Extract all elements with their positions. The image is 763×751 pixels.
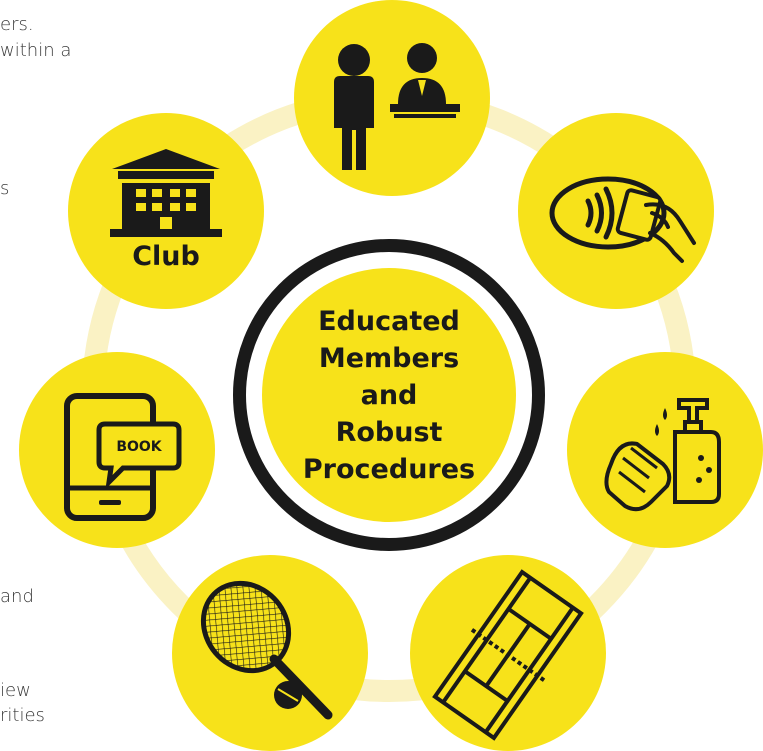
center-hub: Educated Members and Robust Procedures [233,239,545,551]
center-line-4: Robust [335,416,443,448]
left-text-fragment-4: and [0,586,34,607]
center-disc: Educated Members and Robust Procedures [262,268,516,522]
left-text-fragment-6: rities [0,705,45,726]
book-label: BOOK [116,439,162,455]
hand-sanitizer-node [567,352,763,548]
left-text-fragment-2: within a [0,40,72,61]
contactless-node [518,113,714,309]
tennis-racket-node [172,555,368,751]
reception-node [294,0,490,196]
hand-sanitizer-icon [604,398,721,512]
club-node: Club [68,113,264,309]
club-label: Club [132,241,200,272]
center-line-5: Procedures [302,453,476,485]
contactless-payment-icon [549,176,696,263]
tennis-court-icon [432,569,584,741]
mobile-booking-icon: BOOK [64,393,182,521]
left-text-fragment-5: iew [0,680,31,701]
left-text-fragment-1: ers. [0,14,34,35]
booking-node: BOOK [19,352,215,548]
center-line-2: Members [318,342,460,374]
left-text-fragment-3: s [0,178,10,199]
center-line-3: and [360,379,418,411]
tennis-court-node [410,555,606,751]
clubhouse-icon [110,149,222,237]
center-title: Educated Members and Robust Procedures [303,303,475,488]
reception-desk-icon [334,43,460,170]
center-line-1: Educated [318,305,460,337]
tennis-racket-icon [200,580,333,720]
